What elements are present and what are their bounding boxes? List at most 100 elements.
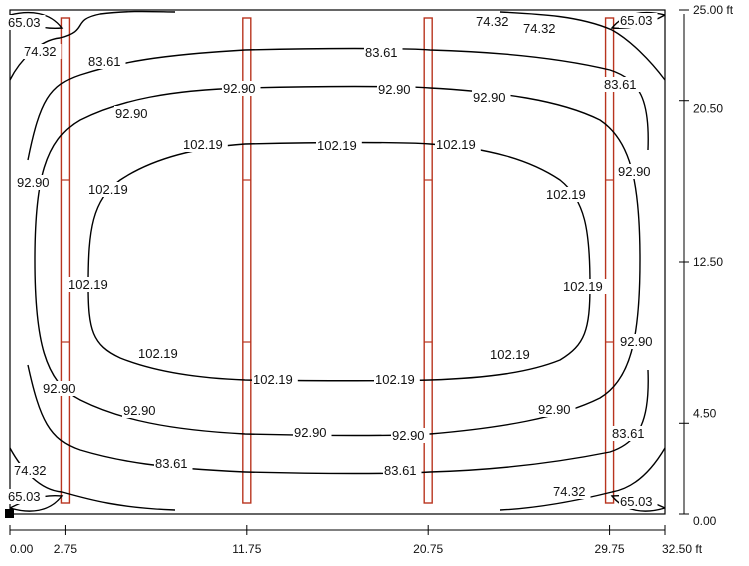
contour-label: 83.61 [604,77,637,92]
contour-83-top [27,47,649,161]
contour-label: 74.32 [476,14,509,29]
contour-label: 83.61 [365,45,398,60]
contour-label-bg [374,372,420,387]
y-tick-label: 25.00 ft [693,3,734,17]
contour-label: 83.61 [384,463,417,478]
contour-label-bg [619,13,658,28]
contour-74-bottom-right [499,447,666,511]
contour-label-bg [545,187,591,202]
x-tick-label: 0.00 [10,542,34,556]
y-tick-label: 12.50 [693,255,723,269]
contour-label-bg [537,402,576,417]
contour-93-ring [34,85,641,437]
contour-label: 92.90 [294,425,327,440]
x-tick-label: 32.50 ft [662,542,703,556]
contour-label-bg [316,138,362,153]
contour-label-bg [293,425,332,440]
contour-label: 102.19 [317,138,357,153]
y-tick-label: 0.00 [693,514,717,528]
contour-label-bg [383,463,422,478]
y-axis: 0.00 4.50 12.50 20.50 25.00 ft [679,3,734,528]
contour-label: 65.03 [8,489,41,504]
fixture-row-4 [604,17,615,504]
contour-label: 83.61 [88,54,121,69]
contour-label-bg [67,277,113,292]
contour-label: 65.03 [620,494,653,509]
contour-label: 92.90 [123,403,156,418]
contour-label: 74.32 [14,463,47,478]
contour-83-bottom [27,364,649,475]
x-tick-label: 29.75 [595,542,625,556]
contour-label-bg [377,82,416,97]
contour-label-bg [23,44,62,59]
contour-label: 92.90 [17,175,50,190]
contour-label-bg [522,21,561,36]
contour-label: 92.90 [618,164,651,179]
contour-label: 92.90 [620,334,653,349]
contour-label-bg [435,137,481,152]
contour-label: 74.32 [553,484,586,499]
contour-label-bg [619,334,658,349]
x-tick-label: 20.75 [413,542,443,556]
contour-label-bg [603,77,642,92]
contour-label: 102.19 [138,346,178,361]
contour-label-bg [13,463,52,478]
contour-label-bg [364,45,403,60]
fixture-row-2 [242,17,252,504]
contour-102-ring [87,141,591,382]
contour-label-bg [16,175,55,190]
fixture-row-3 [423,17,433,504]
contour-label: 92.90 [392,428,425,443]
contour-label: 102.19 [436,137,476,152]
contour-label: 102.19 [183,137,223,152]
contour-label-bg [42,381,81,396]
contour-label: 65.03 [620,13,653,28]
contour-label: 92.90 [115,106,148,121]
contour-label: 92.90 [538,402,571,417]
contour-label: 102.19 [546,187,586,202]
contour-label: 102.19 [253,372,293,387]
contour-label: 102.19 [88,182,128,197]
contour-label: 65.03 [8,15,41,30]
contour-label-bg [472,90,511,105]
x-tick-label: 2.75 [54,542,78,556]
contour-label-bg [617,164,656,179]
fixture-rows [60,17,615,504]
contour-label-bg [87,54,126,69]
contour-label-bg [222,81,261,96]
contour-label-bg [7,489,46,504]
contour-label-bg [475,14,514,29]
origin-marker [5,509,14,518]
contour-label: 92.90 [43,381,76,396]
contour-label-bg [619,494,658,509]
contour-label-bg [552,484,591,499]
contour-label: 92.90 [473,90,506,105]
fixture-row-1 [60,17,71,504]
contour-label-bg [154,456,193,471]
contour-label: 83.61 [155,456,188,471]
x-axis: 0.00 2.75 11.75 20.75 29.75 32.50 ft [9,525,703,556]
contour-label: 102.19 [490,347,530,362]
contour-label-bg [611,426,650,441]
contour-label-bg [562,279,608,294]
contour-74-top-right [499,11,666,81]
contour-label: 102.19 [375,372,415,387]
contour-label: 74.32 [24,44,57,59]
contour-label-bg [182,137,228,152]
contour-label-bg [489,347,535,362]
contour-labels: 65.03 74.32 83.61 83.61 74.32 74.32 65.03 83.61… [7,13,658,509]
contour-label: 92.90 [378,82,411,97]
room-outline [9,9,666,515]
contour-label-bg [252,372,298,387]
contour-label: 74.32 [523,21,556,36]
y-tick-label: 4.50 [693,406,717,420]
contour-label-bg [114,106,153,121]
contour-label-bg [87,182,133,197]
y-tick-label: 20.50 [693,102,723,116]
contour-label: 102.19 [68,277,108,292]
x-tick-label: 11.75 [232,542,261,556]
contour-lines [9,10,666,512]
contour-label: 92.90 [223,81,256,96]
contour-label: 102.19 [563,279,603,294]
